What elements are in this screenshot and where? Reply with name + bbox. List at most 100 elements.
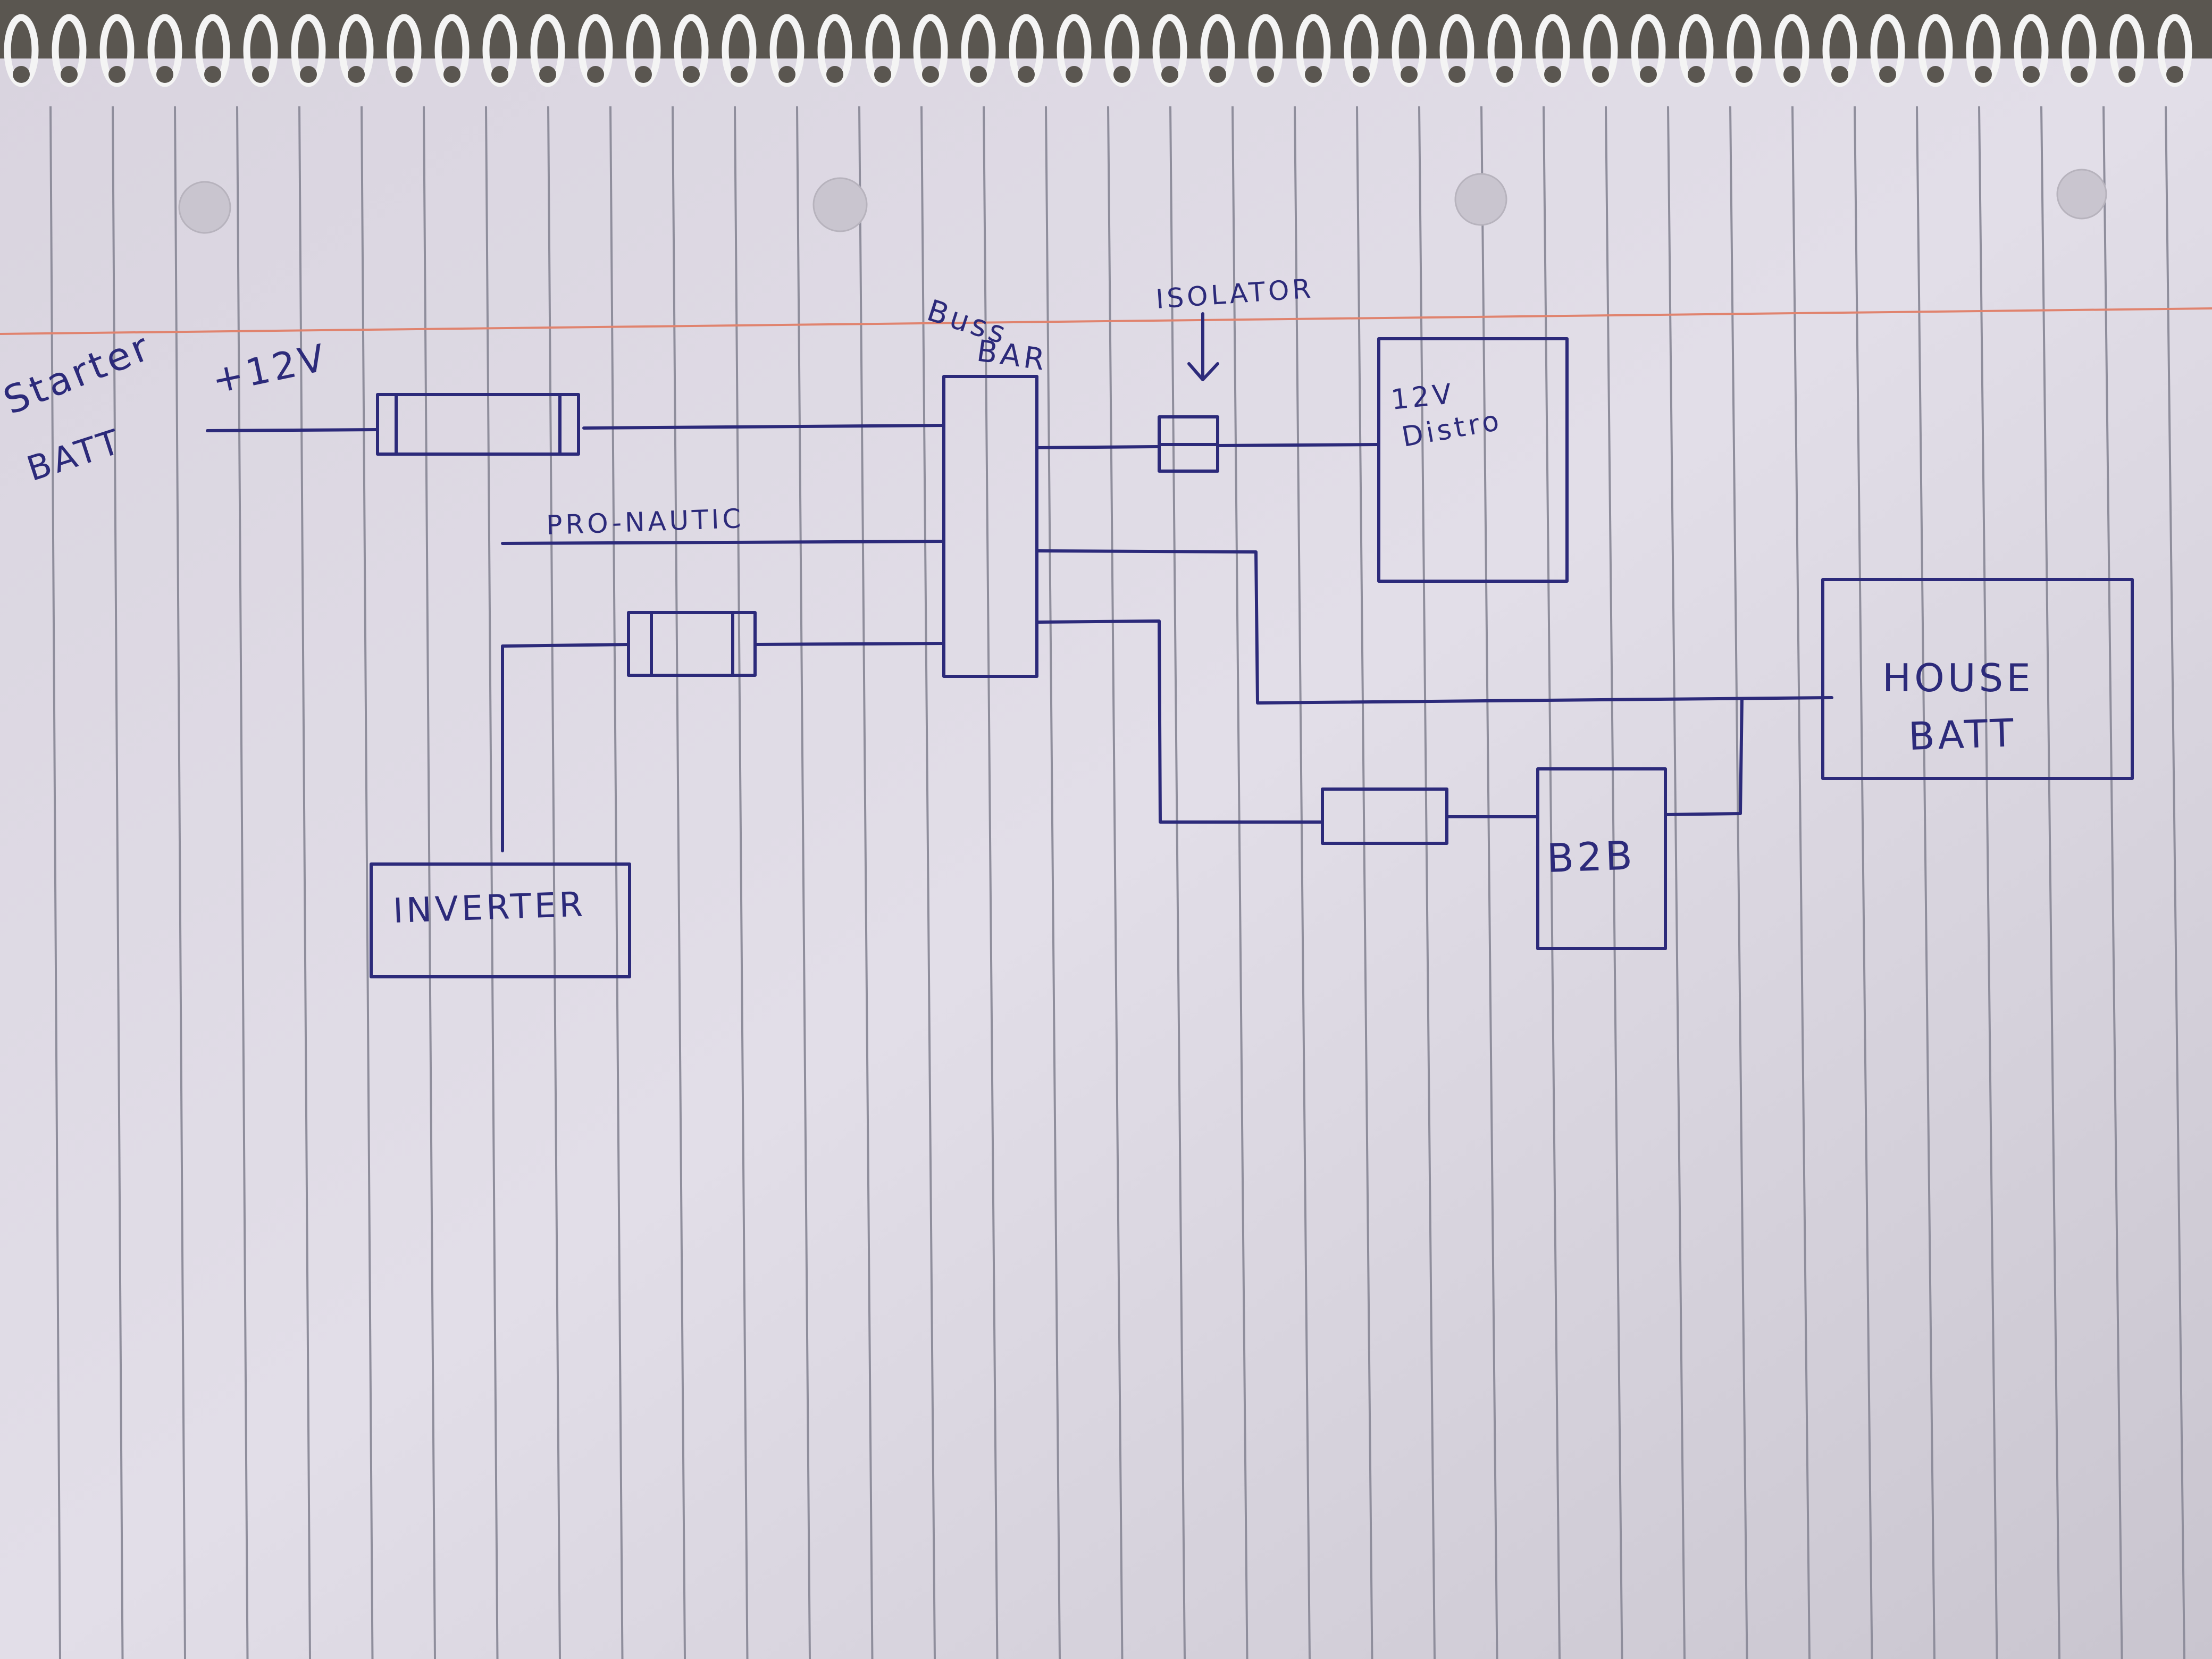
spiral-hole	[1161, 66, 1178, 83]
spiral-coil	[865, 14, 900, 87]
wire-fuse-to-bussbar	[582, 424, 945, 430]
label-inverter: INVERTER	[392, 885, 586, 931]
spiral-coil	[1439, 14, 1474, 87]
spiral-coil	[769, 14, 805, 87]
punch-holes	[178, 169, 2107, 234]
spiral-hole	[108, 66, 125, 83]
spiral-hole	[1401, 66, 1418, 83]
wire-b2b-to-house	[1664, 697, 1744, 816]
spiral-hole	[539, 66, 556, 83]
ruled-line	[485, 106, 499, 1659]
isolator-arrow	[1187, 312, 1219, 381]
spiral-coil	[626, 14, 661, 87]
spiral-hole	[1927, 66, 1944, 83]
spiral-coil	[913, 14, 948, 87]
ruled-line	[1543, 106, 1561, 1659]
ruled-line	[1356, 106, 1373, 1659]
inverter-box	[370, 862, 631, 978]
spiral-hole	[1544, 66, 1561, 83]
spiral-hole	[61, 66, 78, 83]
spiral-coil	[2157, 14, 2192, 87]
spiral-coil	[1104, 14, 1139, 87]
spiral-hole	[970, 66, 987, 83]
spiral-coil	[1152, 14, 1187, 87]
bus-bar-box	[942, 375, 1038, 678]
wire-starter-to-fuse	[206, 428, 379, 432]
ruled-line	[1045, 106, 1061, 1659]
ruled-line	[1605, 106, 1623, 1659]
spiral-hole	[826, 66, 843, 83]
spiral-coil	[2109, 14, 2144, 87]
spiral-coil	[1057, 14, 1092, 87]
spiral-coil	[434, 14, 470, 87]
spiral-coil	[195, 14, 230, 87]
spiral-hole	[1736, 66, 1753, 83]
spiral-hole	[2023, 66, 2040, 83]
ruled-line	[361, 106, 374, 1659]
spiral-hole	[1018, 66, 1035, 83]
spiral-hole	[922, 66, 939, 83]
spiral-coil	[147, 14, 182, 87]
ruled-line	[920, 106, 936, 1659]
spiral-coil	[817, 14, 852, 87]
spiral-coil	[387, 14, 422, 87]
ruled-line	[1978, 106, 1998, 1659]
diagram-labels: Starter BATT +12V Buss BAR ISOLATOR 12V …	[0, 273, 2034, 931]
ruled-line	[2165, 106, 2185, 1659]
spiral-coil	[722, 14, 757, 87]
spiral-hole	[1113, 66, 1130, 83]
ruled-line	[2102, 106, 2123, 1659]
ruled-line	[298, 106, 311, 1659]
ruled-line	[1107, 106, 1124, 1659]
ruled-line	[734, 106, 749, 1659]
spiral-binding	[4, 14, 2192, 87]
spiral-coil	[578, 14, 613, 87]
wire-pro-nautic	[501, 540, 945, 545]
ruled-line	[1791, 106, 1811, 1659]
label-house-batt-1: HOUSE	[1882, 656, 2034, 700]
wiring-diagram: Starter BATT +12V Buss BAR ISOLATOR 12V …	[0, 273, 2134, 978]
spiral-coil	[530, 14, 565, 87]
spiral-hole	[683, 66, 700, 83]
spiral-coil	[1200, 14, 1235, 87]
spiral-coil	[243, 14, 278, 87]
spiral-hole	[156, 66, 173, 83]
spiral-coil	[961, 14, 996, 87]
wire-fuse-to-bussbar-2	[753, 642, 945, 646]
spiral-hole	[204, 66, 221, 83]
ruled-line	[1667, 106, 1686, 1659]
spiral-coil	[4, 14, 39, 87]
spiral-coil	[1009, 14, 1044, 87]
wire-isolator-to-distro	[1216, 443, 1379, 447]
b2b-box	[1536, 767, 1667, 950]
spiral-coil	[339, 14, 374, 87]
label-distro-1: 12V	[1389, 378, 1456, 416]
ruled-line	[609, 106, 624, 1659]
spiral-hole	[348, 66, 365, 83]
ruled-line	[236, 106, 249, 1659]
spiral-hole	[1592, 66, 1609, 83]
spiral-coil	[1679, 14, 1714, 87]
spiral-hole	[491, 66, 508, 83]
spiral-coil	[1392, 14, 1427, 87]
ruled-line	[672, 106, 686, 1659]
spiral-hole	[1353, 66, 1370, 83]
spiral-coil	[674, 14, 709, 87]
spiral-hole	[635, 66, 652, 83]
ruled-line	[1294, 106, 1311, 1659]
spiral-hole	[300, 66, 317, 83]
spiral-hole	[587, 66, 604, 83]
wire-bussbar-to-b2b	[1035, 619, 1324, 824]
ruled-lines	[49, 106, 2185, 1659]
spiral-hole	[2071, 66, 2088, 83]
spiral-hole	[1257, 66, 1274, 83]
label-b2b: B2B	[1546, 833, 1637, 882]
ruled-line	[1916, 106, 1936, 1659]
spiral-hole	[1448, 66, 1465, 83]
spiral-coil	[1248, 14, 1283, 87]
house-batt-box	[1821, 578, 2134, 780]
wire-bussbar-to-isolator	[1035, 445, 1161, 449]
spiral-hole	[1640, 66, 1657, 83]
ruled-line	[796, 106, 811, 1659]
